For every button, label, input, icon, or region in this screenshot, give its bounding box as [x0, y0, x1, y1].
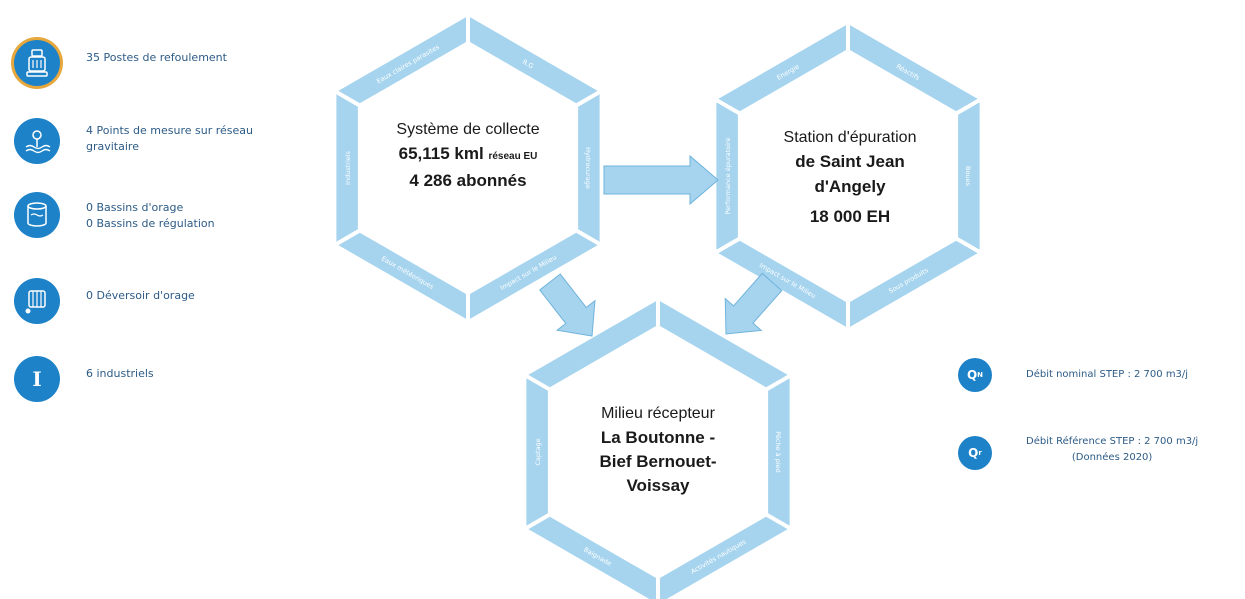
collecte-subscribers: 4 286 abonnés [409, 171, 527, 190]
station-separator [715, 237, 740, 254]
milieu-separator [766, 374, 791, 391]
station-location-text: de Saint Jean [795, 152, 905, 171]
legend-item-overflow: 0 Déversoir d'orage [14, 278, 195, 324]
collecte-center [357, 40, 579, 296]
arrow-collecte-to-station [603, 154, 719, 206]
station-center-text: Station d'épuration de Saint Jean d'Ange… [735, 126, 965, 229]
overflow-icon [14, 278, 60, 324]
legend-text: 4 Points de mesure sur réseau [86, 124, 253, 137]
station-separator [956, 98, 981, 115]
milieu-separator [525, 513, 550, 530]
station-segment-label: Performance épuratoire [724, 137, 732, 214]
debit-text: (Données 2020) [1071, 452, 1153, 463]
pump-icon [14, 40, 60, 86]
collecte-separator [335, 229, 360, 246]
industry-icon-letter: I [32, 367, 42, 391]
milieu-separator [525, 374, 550, 391]
station-location-2: d'Angely [814, 177, 886, 196]
debit-text: Débit nominal STEP : 2 700 m3/j [1026, 369, 1189, 380]
industry-icon: I [14, 356, 60, 402]
station-hexagon [715, 24, 981, 328]
collecte-separator [335, 90, 360, 107]
milieu-hexagon [525, 300, 791, 599]
collecte-segment-label: Industriels [344, 150, 352, 185]
station-center [737, 48, 959, 304]
collecte-center-text: Système de collecte 65,115 kml réseau EU… [353, 118, 583, 193]
milieu-center [547, 324, 769, 580]
legend-text: 0 Bassins d'orage [86, 201, 184, 214]
arrow-collecte-to-milieu [539, 273, 596, 337]
q-icon-sub: N [977, 371, 984, 379]
legend-text: gravitaire [86, 140, 139, 153]
station-capacity: 18 000 EH [809, 207, 891, 226]
milieu-separator [766, 513, 791, 530]
station-separator [715, 98, 740, 115]
measure-point-icon [14, 118, 60, 164]
legend-text: 0 Bassins de régulation [86, 217, 215, 230]
milieu-title: Milieu récepteur [601, 405, 715, 422]
collecte-separator [576, 229, 601, 246]
milieu-river-2: Bief Bernouet- [599, 452, 717, 471]
legend-item-basins: 0 Bassins d'orage 0 Bassins de régulatio… [14, 192, 215, 238]
legend-item-measure: 4 Points de mesure sur réseau gravitaire [14, 118, 253, 164]
collecte-hexagon [335, 16, 601, 320]
milieu-river-3: Voissay [626, 476, 690, 495]
milieu-river-1: La Boutonne - [600, 428, 716, 447]
station-separator [956, 237, 981, 254]
legend-text: 6 industriels [86, 367, 154, 380]
q-icon-sub: r [978, 449, 982, 457]
milieu-center-text: Milieu récepteur La Boutonne - Bief Bern… [538, 402, 778, 498]
legend-item-industry: I 6 industriels [14, 356, 154, 402]
collecte-network-length: 65,115 kml réseau EU [353, 142, 583, 169]
collecte-segment-label: Hydrocurage [584, 147, 592, 189]
legend-text: 0 Déversoir d'orage [86, 289, 195, 302]
milieu-segment-label: Pêche à pied [774, 431, 782, 473]
basin-icon [14, 192, 60, 238]
station-segment-label: Boues [964, 166, 972, 187]
legend-item-pumps: 35 Postes de refoulement [14, 40, 227, 86]
milieu-segment-label: Captage [534, 438, 542, 465]
debit-text: Débit Référence STEP : 2 700 m3/j [1026, 436, 1199, 447]
collecte-separator [576, 90, 601, 107]
station-title: Station d'épuration [783, 129, 917, 146]
collecte-length-value: 65,115 kml [398, 144, 484, 163]
arrow-station-to-milieu [724, 272, 783, 335]
legend-text: 35 Postes de refoulement [86, 51, 227, 64]
collecte-length-unit: réseau EU [488, 151, 538, 162]
q-icon-label: Q [968, 446, 979, 460]
q-icon-label: Q [966, 368, 978, 382]
station-location: de Saint Jean [735, 150, 965, 175]
collecte-title: Système de collecte [396, 121, 540, 138]
